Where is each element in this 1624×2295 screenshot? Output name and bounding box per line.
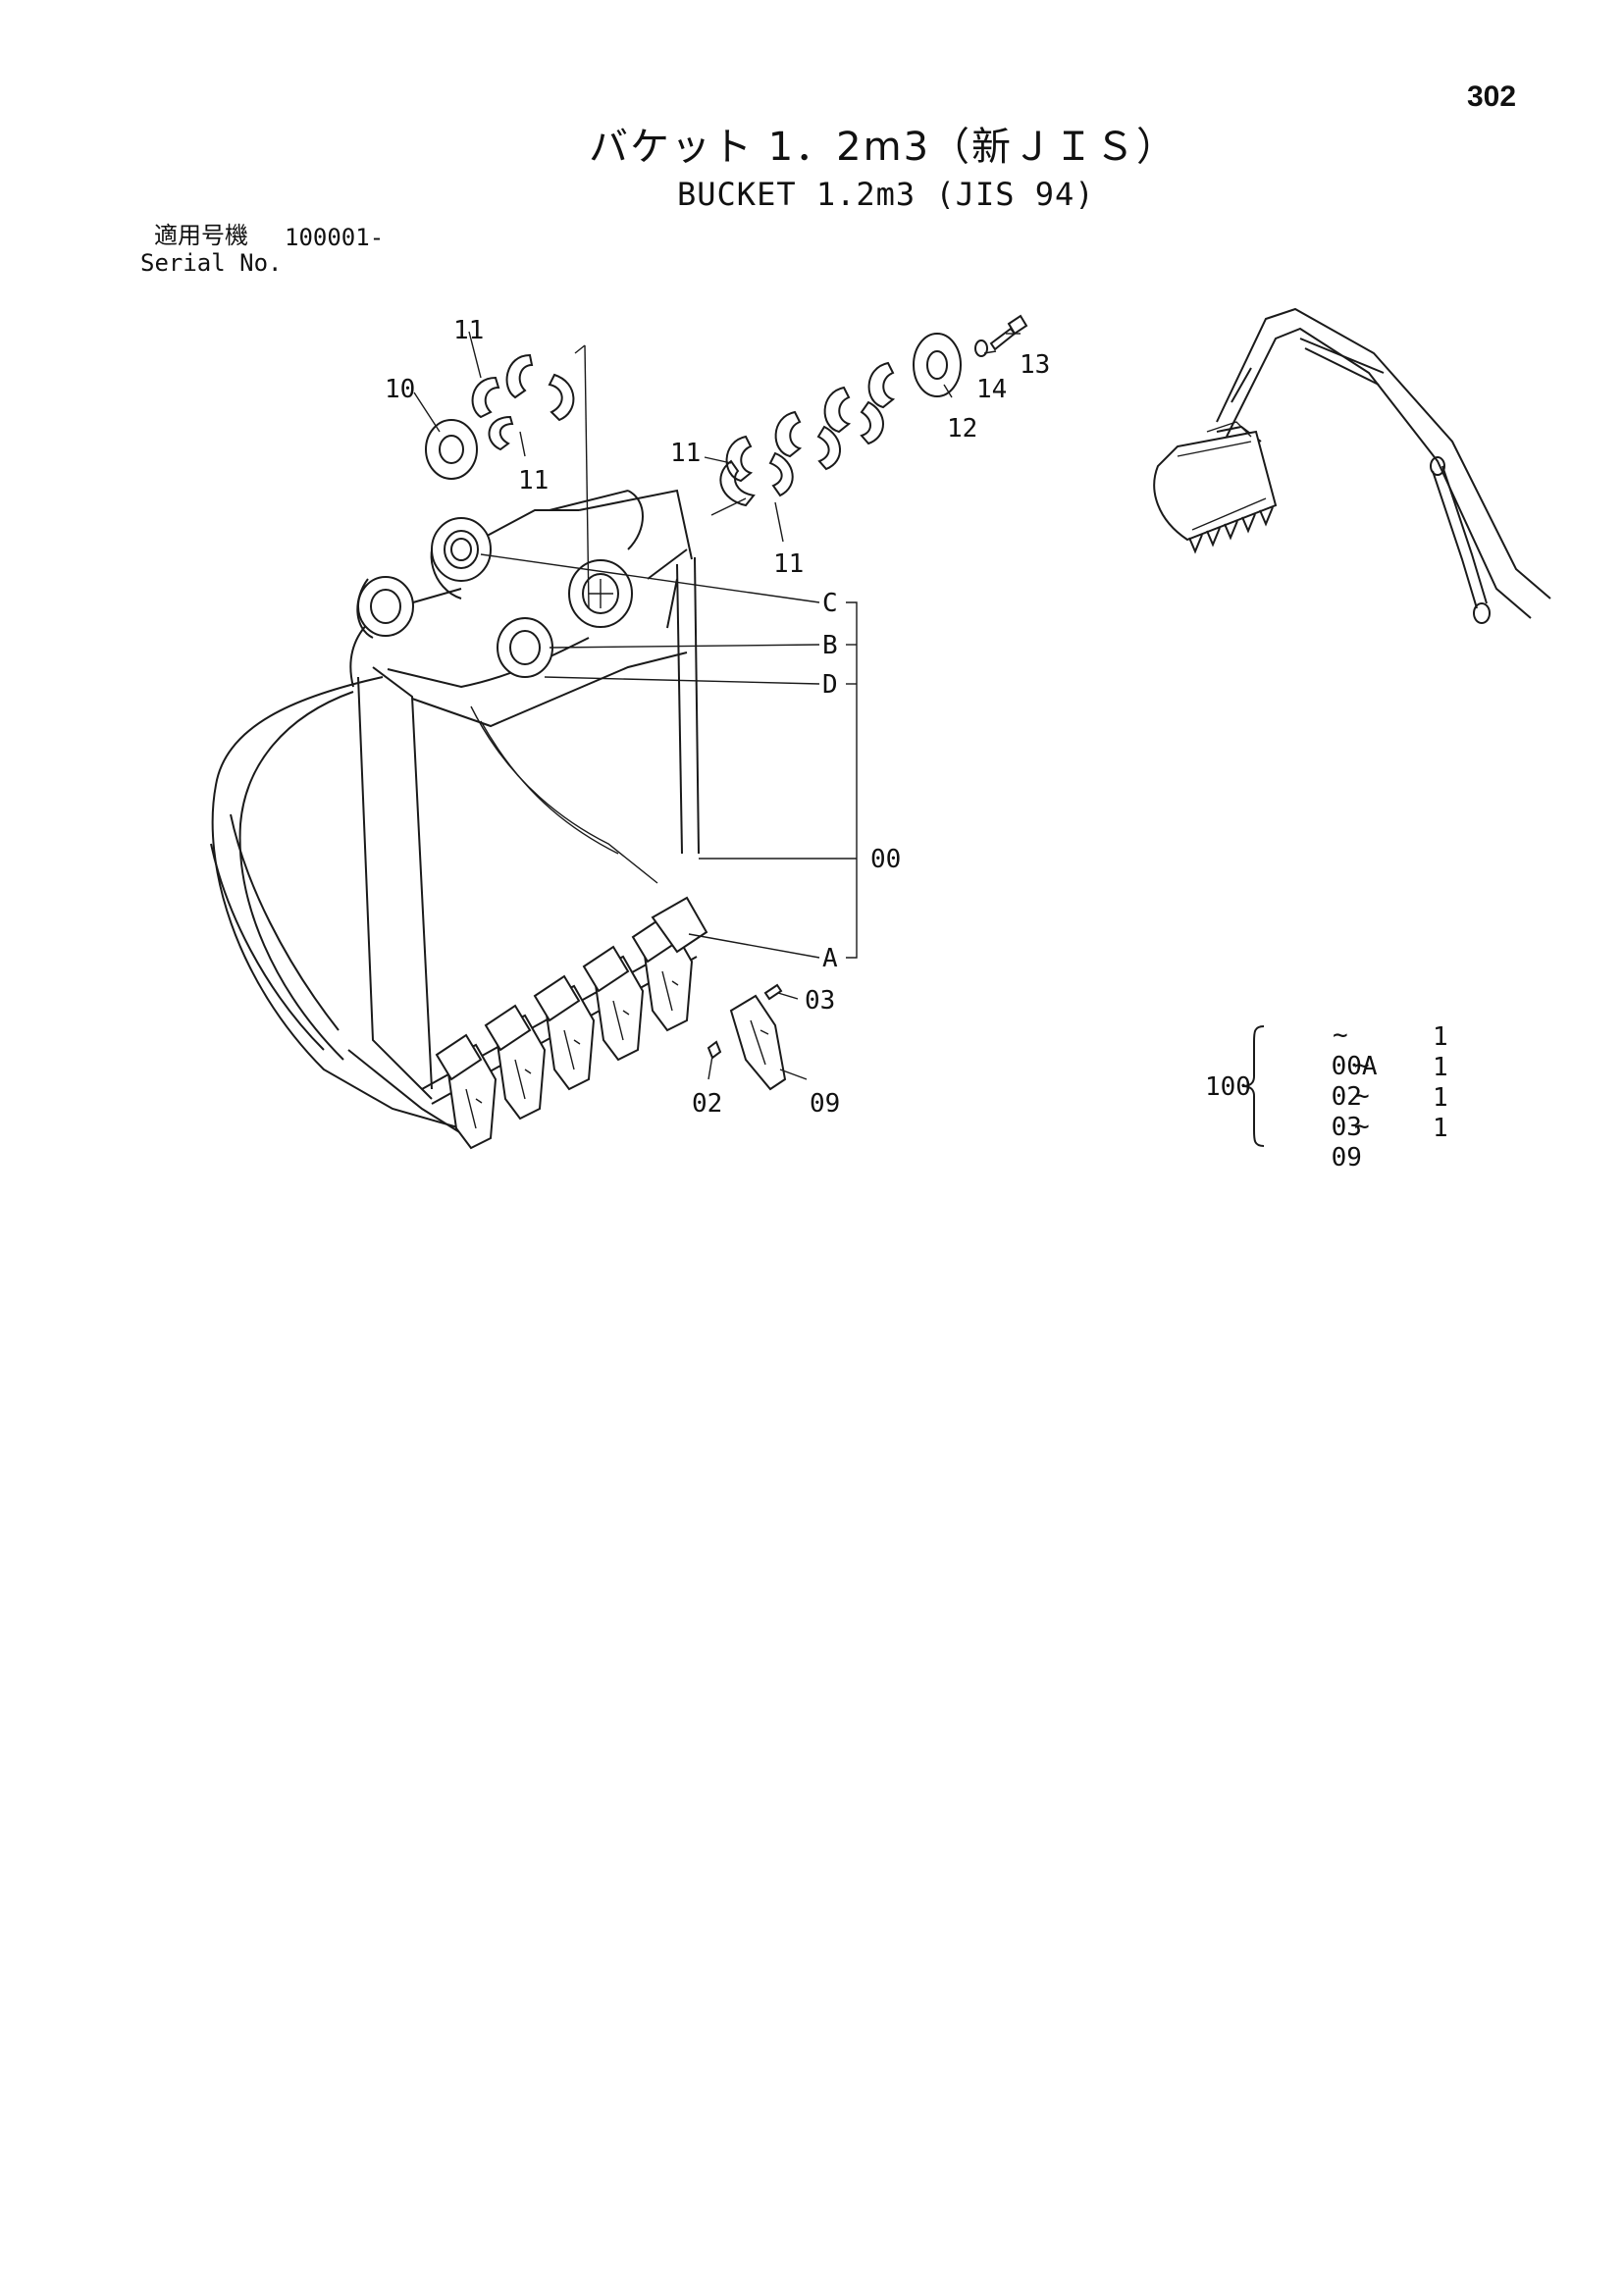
- callout-B: B: [822, 631, 838, 660]
- kit-row-tilde: ~: [1354, 1081, 1370, 1111]
- callout-13: 13: [1020, 350, 1050, 380]
- callout-D: D: [822, 670, 838, 700]
- title-english: BUCKET 1.2m3 (JIS 94): [677, 176, 1095, 213]
- kit-row-part: 09: [1331, 1143, 1362, 1173]
- kit-row-qty: 1: [1433, 1114, 1448, 1143]
- serial-label-english: Serial No.: [140, 249, 283, 277]
- shims-and-plates-drawing: [425, 314, 1028, 609]
- callout-A: A: [822, 944, 838, 973]
- callout-C: C: [822, 589, 838, 618]
- kit-row: 03: [1270, 1083, 1362, 1172]
- callout-11-right: 11: [670, 439, 701, 468]
- kit-row-part: 00A: [1331, 1052, 1378, 1081]
- kit-row-tilde: ~: [1354, 1112, 1370, 1141]
- callout-11-left: 11: [518, 466, 549, 496]
- callout-00: 00: [870, 845, 901, 874]
- excavator-thumbnail: [1153, 307, 1551, 624]
- serial-label-japanese: 適用号機: [154, 222, 248, 249]
- title-japanese: バケット 1．2m3（新ＪＩＳ）: [589, 125, 1179, 170]
- callout-12: 12: [947, 414, 977, 443]
- loose-tooth-drawing: [707, 983, 787, 1091]
- callout-02: 02: [692, 1089, 722, 1119]
- kit-row-qty: 1: [1433, 1083, 1448, 1113]
- kit-brace: [1241, 1025, 1265, 1147]
- kit-row: 00A: [1270, 1022, 1378, 1111]
- serial-number: 100001-: [285, 224, 385, 251]
- callout-03: 03: [805, 986, 835, 1016]
- kit-row: 09: [1270, 1114, 1362, 1202]
- kit-row-tilde: ~: [1333, 1020, 1348, 1050]
- kit-row-tilde: ~: [1354, 1051, 1370, 1080]
- callout-09: 09: [810, 1089, 840, 1119]
- kit-row-qty: 1: [1433, 1022, 1448, 1052]
- leader-lines: [413, 331, 1021, 1080]
- kit-number: 100: [1205, 1072, 1251, 1102]
- bucket-teeth-drawing: [435, 896, 708, 1150]
- callout-11-top: 11: [453, 316, 484, 345]
- callout-11-bottom: 11: [773, 549, 804, 579]
- page-number: 302: [1467, 80, 1517, 113]
- kit-row: 02: [1270, 1053, 1362, 1141]
- kit-row-part: 02: [1331, 1082, 1362, 1112]
- kit-row-part: 03: [1331, 1113, 1362, 1142]
- kit-row-qty: 1: [1433, 1053, 1448, 1082]
- callout-10: 10: [385, 375, 415, 404]
- callout-14: 14: [976, 375, 1007, 404]
